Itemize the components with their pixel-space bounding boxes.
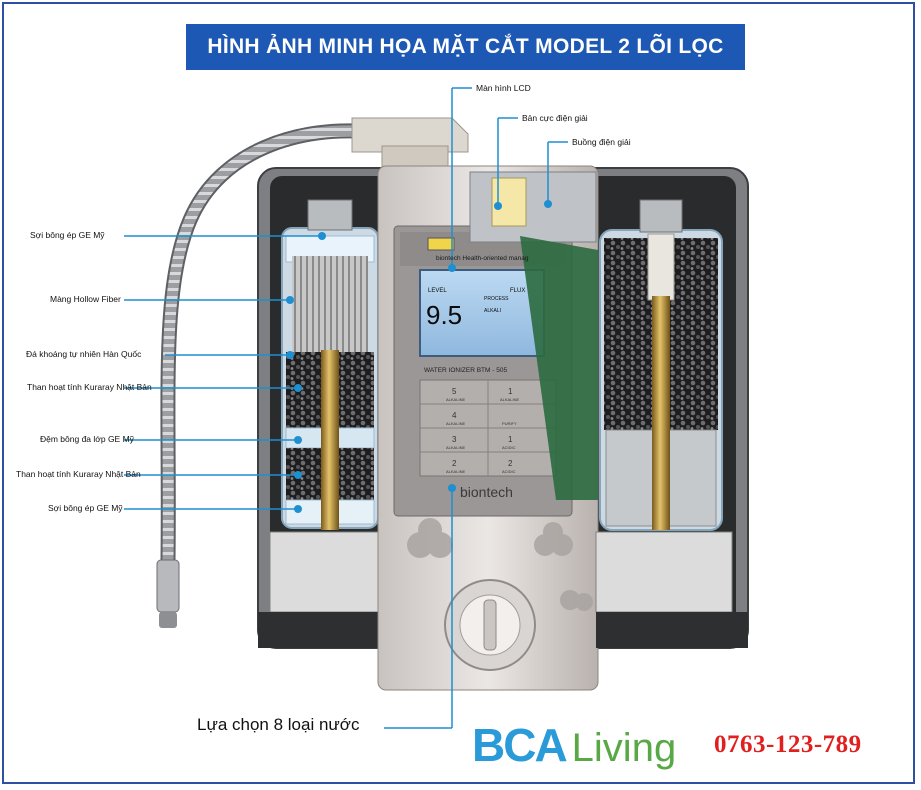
- callout-hollow-fiber: Màng Hollow Fiber: [50, 294, 121, 304]
- callout-electrolysis-chamber: Buồng điện giải: [572, 137, 631, 147]
- button-1-acidic-num: 1: [508, 435, 513, 444]
- callout-lcd: Màn hình LCD: [476, 83, 531, 93]
- callout-ge-cotton-bottom: Sợi bông ép GE Mỹ: [48, 503, 123, 513]
- logo-living-text: Living: [571, 726, 677, 770]
- button-purify-sub: PURIFY: [502, 421, 517, 426]
- button-1-acidic-sub: ACIDIC: [502, 445, 516, 450]
- button-5-alkaline-num: 5: [452, 387, 457, 396]
- callout-8-water-types: Lựa chọn 8 loại nước: [197, 715, 360, 734]
- button-2-alkaline-sub: ALKALINE: [446, 469, 465, 474]
- logo-bca-text: BCA: [472, 719, 568, 771]
- phone-number: 0763-123-789: [714, 731, 862, 758]
- callout-ge-cotton-top: Sợi bông ép GE Mỹ: [30, 230, 105, 240]
- model-label: WATER IONIZER BTM - 505: [424, 367, 507, 374]
- button-4-alkaline-sub: ALKALINE: [446, 421, 465, 426]
- title-banner: HÌNH ẢNH MINH HỌA MẶT CẮT MODEL 2 LÕI LỌ…: [186, 24, 745, 70]
- lcd-flux-label: FLUX: [510, 288, 525, 294]
- lcd-level-label: LEVEL: [428, 288, 447, 294]
- callout-korean-mineral-stone: Đá khoáng tự nhiên Hàn Quốc: [26, 349, 142, 359]
- callout-ge-multilayer-pad: Đệm bông đa lớp GE Mỹ: [40, 434, 134, 444]
- button-3-alkaline-num: 3: [452, 435, 457, 444]
- callout-kuraray-carbon-1: Than hoạt tính Kuraray Nhật Bản: [27, 382, 152, 392]
- lcd-tag-alkali: ALKALI: [484, 308, 501, 314]
- button-2-acidic-num: 2: [508, 459, 513, 468]
- button-5-alkaline-sub: ALKALINE: [446, 397, 465, 402]
- lcd-tag-process: PROCESS: [484, 296, 509, 302]
- device-brand: biontech: [460, 484, 513, 500]
- button-3-alkaline-sub: ALKALINE: [446, 445, 465, 450]
- button-1-alkaline-sub: ALKALINE: [500, 397, 519, 402]
- callout-electrode-plate: Bản cực điện giải: [522, 113, 588, 123]
- button-1-alkaline-num: 1: [508, 387, 513, 396]
- panel-header: biontech Health-oriented manag: [436, 255, 529, 262]
- button-2-acidic-sub: ACIDIC: [502, 469, 516, 474]
- button-4-alkaline-num: 4: [452, 411, 457, 420]
- callout-kuraray-carbon-2: Than hoạt tính Kuraray Nhật Bản: [16, 469, 141, 479]
- lcd-value: 9.5: [426, 300, 462, 330]
- button-2-alkaline-num: 2: [452, 459, 457, 468]
- bca-living-logo: BCA Living: [472, 708, 676, 768]
